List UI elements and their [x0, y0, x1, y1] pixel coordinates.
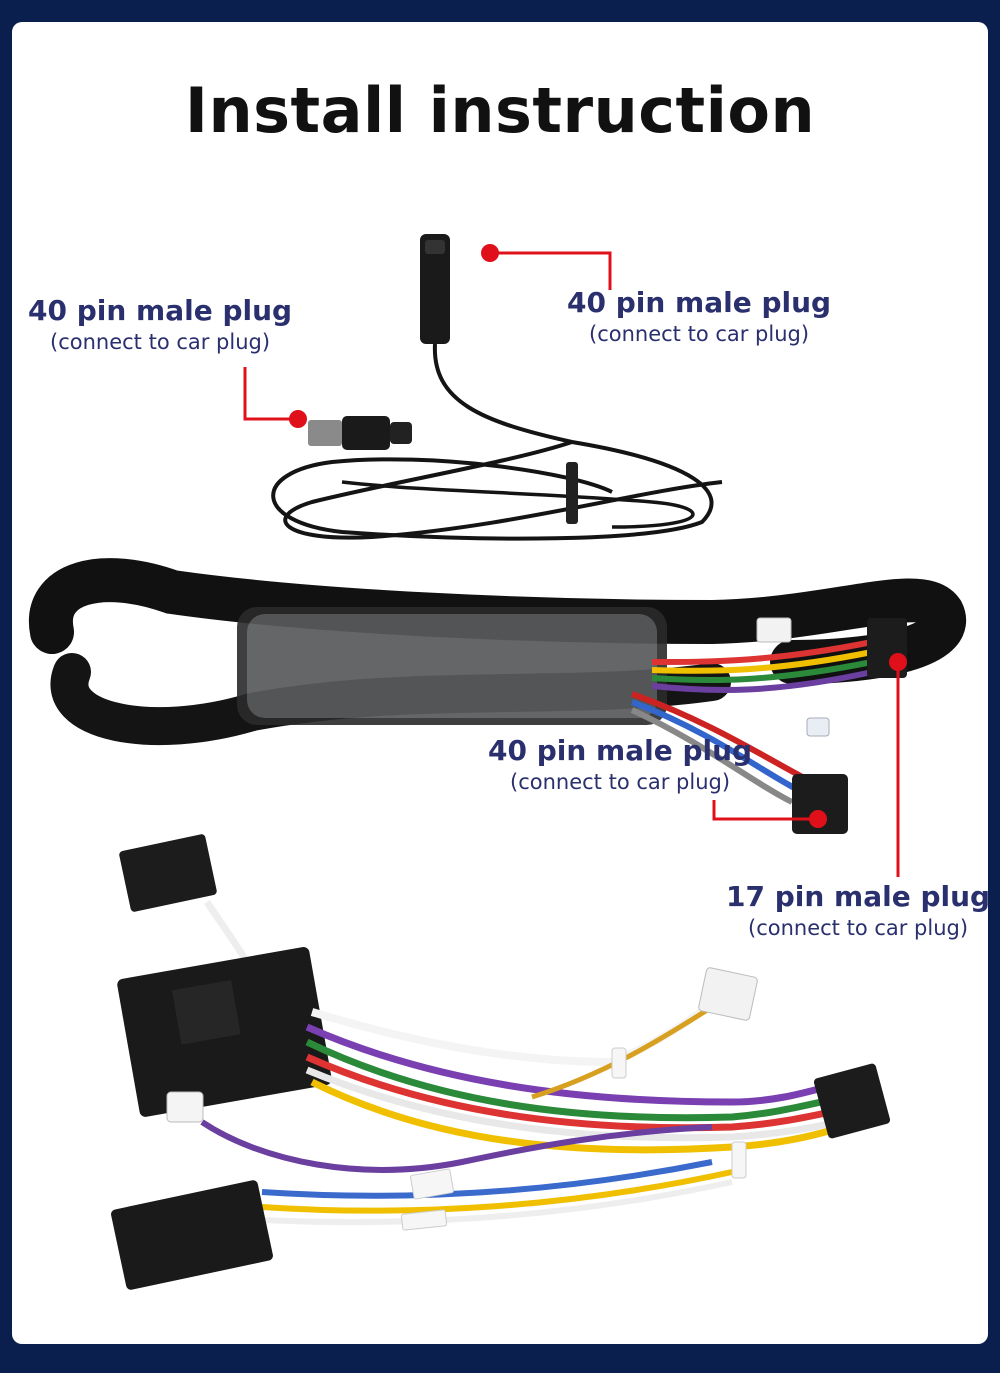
callout-label-17-pin: 17 pin male plug (connect to car plug) [726, 880, 988, 942]
callout-dot-3 [809, 810, 827, 828]
page-title: Install instruction [184, 74, 816, 147]
callout-lines [243, 244, 907, 877]
product-illustration [29, 234, 966, 1290]
callout-label-sub: (connect to car plug) [589, 322, 810, 346]
callout-label-sub: (connect to car plug) [50, 330, 271, 354]
callout-dot-2 [289, 410, 307, 428]
braided-harness-icon [29, 558, 966, 834]
antenna-cable-icon [271, 234, 723, 541]
callout-label-antenna-female: 40 pin male plug (connect to car plug) [567, 286, 831, 348]
callout-label-antenna-male: 40 pin male plug (connect to car plug) [28, 294, 292, 356]
callout-label-sub: (connect to car plug) [748, 916, 969, 940]
callout-label-main: 17 pin male plug [726, 880, 988, 913]
callout-label-sub: (connect to car plug) [510, 770, 731, 794]
callout-label-main: 40 pin male plug [488, 734, 753, 767]
callout-dot-4 [889, 653, 907, 671]
callout-label-main: 40 pin male plug [567, 286, 832, 319]
callout-dot-1 [481, 244, 499, 262]
wire-harness-icon [111, 834, 891, 1290]
callout-label-40-pin: 40 pin male plug (connect to car plug) [488, 734, 752, 796]
instruction-card: Install instruction [12, 22, 988, 1344]
callout-label-main: 40 pin male plug [28, 294, 293, 327]
